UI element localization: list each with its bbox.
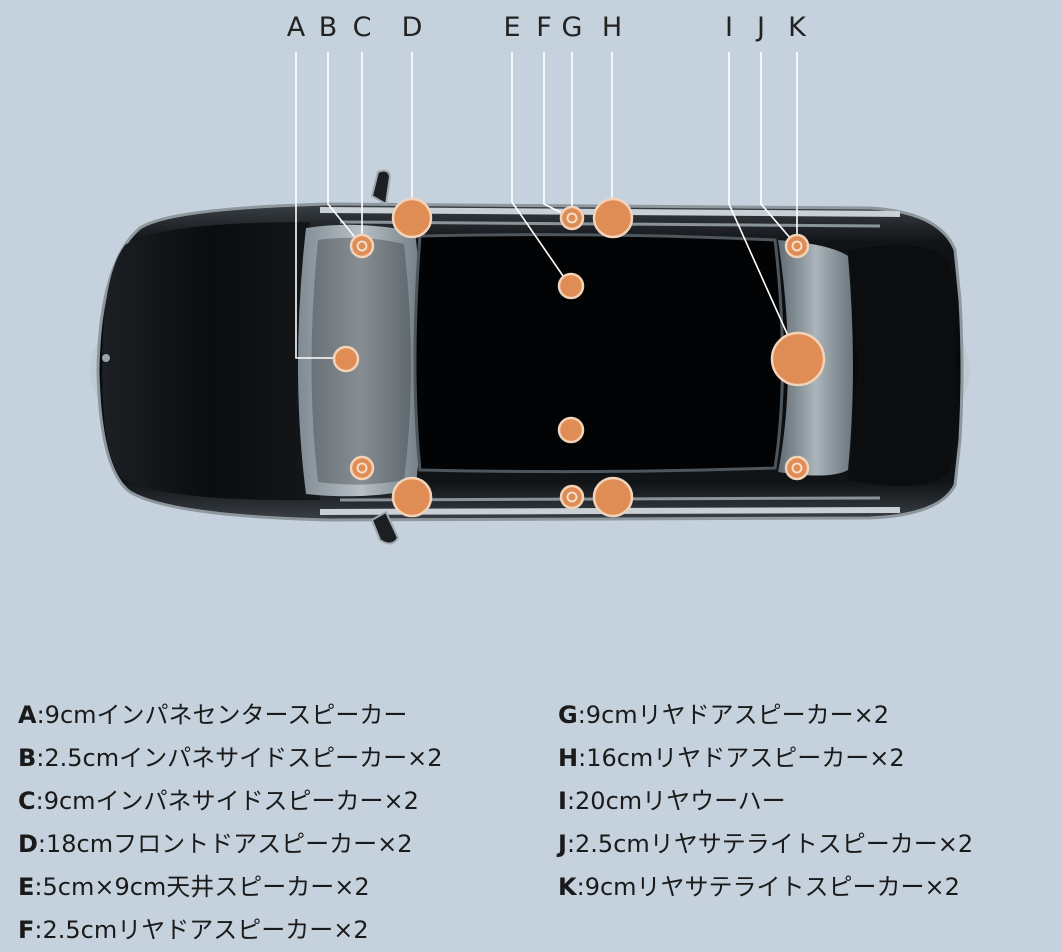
legend-item-b: B:2.5cmインパネサイドスピーカー×2 xyxy=(18,744,443,772)
leader-a xyxy=(295,52,346,359)
trunk xyxy=(848,245,956,487)
hood xyxy=(102,222,320,501)
ring-b-bottom xyxy=(356,462,368,474)
speaker-jk-bottom xyxy=(784,455,810,481)
speaker-e-top xyxy=(557,272,585,300)
speaker-jk-top xyxy=(784,233,810,259)
label-a: A xyxy=(286,12,306,43)
ring-f-top xyxy=(566,212,578,224)
legend-item-e: E:5cm×9cm天井スピーカー×2 xyxy=(18,873,370,901)
leader-j xyxy=(760,52,798,247)
label-e: E xyxy=(503,12,521,43)
label-k: K xyxy=(788,12,806,43)
speaker-bc-bottom xyxy=(349,455,375,481)
legend-item-f: F:2.5cmリヤドアスピーカー×2 xyxy=(18,916,369,944)
car-speaker-diagram: A B C D E F G H I J K xyxy=(96,12,964,545)
mirror-top xyxy=(370,169,392,206)
label-b: B xyxy=(318,12,338,43)
leader-f xyxy=(543,52,573,219)
legend-item-i: I:20cmリヤウーハー xyxy=(558,787,786,815)
label-d: D xyxy=(401,12,423,43)
legend-item-h: H:16cmリヤドアスピーカー×2 xyxy=(558,744,905,772)
legend-item-c: C:9cmインパネサイドスピーカー×2 xyxy=(18,787,419,815)
speaker-a xyxy=(332,345,360,373)
legend-item-d: D:18cmフロントドアスピーカー×2 xyxy=(18,830,413,858)
legend-item-j: J:2.5cmリヤサテライトスピーカー×2 xyxy=(558,830,974,858)
speaker-rings xyxy=(356,212,803,503)
legend-item-k: K:9cmリヤサテライトスピーカー×2 xyxy=(558,873,960,901)
leader-e xyxy=(511,52,571,287)
ring-j-top xyxy=(791,240,803,252)
label-f: F xyxy=(536,12,552,43)
speaker-e-bottom xyxy=(557,416,585,444)
label-c: C xyxy=(352,12,372,43)
leader-b xyxy=(327,52,363,247)
leader-lines xyxy=(295,52,799,359)
mirror-bottom xyxy=(370,510,400,545)
speaker-i xyxy=(770,331,826,387)
label-j: J xyxy=(757,12,765,43)
label-h: H xyxy=(601,12,623,43)
windshield xyxy=(298,224,424,497)
ring-b-top xyxy=(356,240,368,252)
legend-left: A:9cmインパネセンタースピーカー B:2.5cmインパネサイドスピーカー×2… xyxy=(18,694,443,952)
speaker-h-top xyxy=(592,197,634,239)
speakers xyxy=(332,197,826,518)
speaker-bc-top xyxy=(349,233,375,259)
speaker-fg-top xyxy=(559,205,585,231)
car-illustration xyxy=(96,52,964,545)
leader-i xyxy=(728,52,799,359)
roof xyxy=(413,233,784,474)
label-g: G xyxy=(561,12,583,43)
ring-f-bottom xyxy=(566,491,578,503)
speaker-d-top xyxy=(391,197,433,239)
legend-item-g: G:9cmリヤドアスピーカー×2 xyxy=(558,701,890,729)
windshield-tint xyxy=(311,237,411,485)
speaker-h-bottom xyxy=(592,476,634,518)
legend-item-a: A:9cmインパネセンタースピーカー xyxy=(18,701,408,729)
speaker-fg-bottom xyxy=(559,484,585,510)
ring-j-bottom xyxy=(791,462,803,474)
legend-right: G:9cmリヤドアスピーカー×2 H:16cmリヤドアスピーカー×2 I:20c… xyxy=(558,694,973,909)
hood-emblem xyxy=(102,354,110,362)
speaker-d-bottom xyxy=(391,476,433,518)
label-i: I xyxy=(725,12,733,43)
